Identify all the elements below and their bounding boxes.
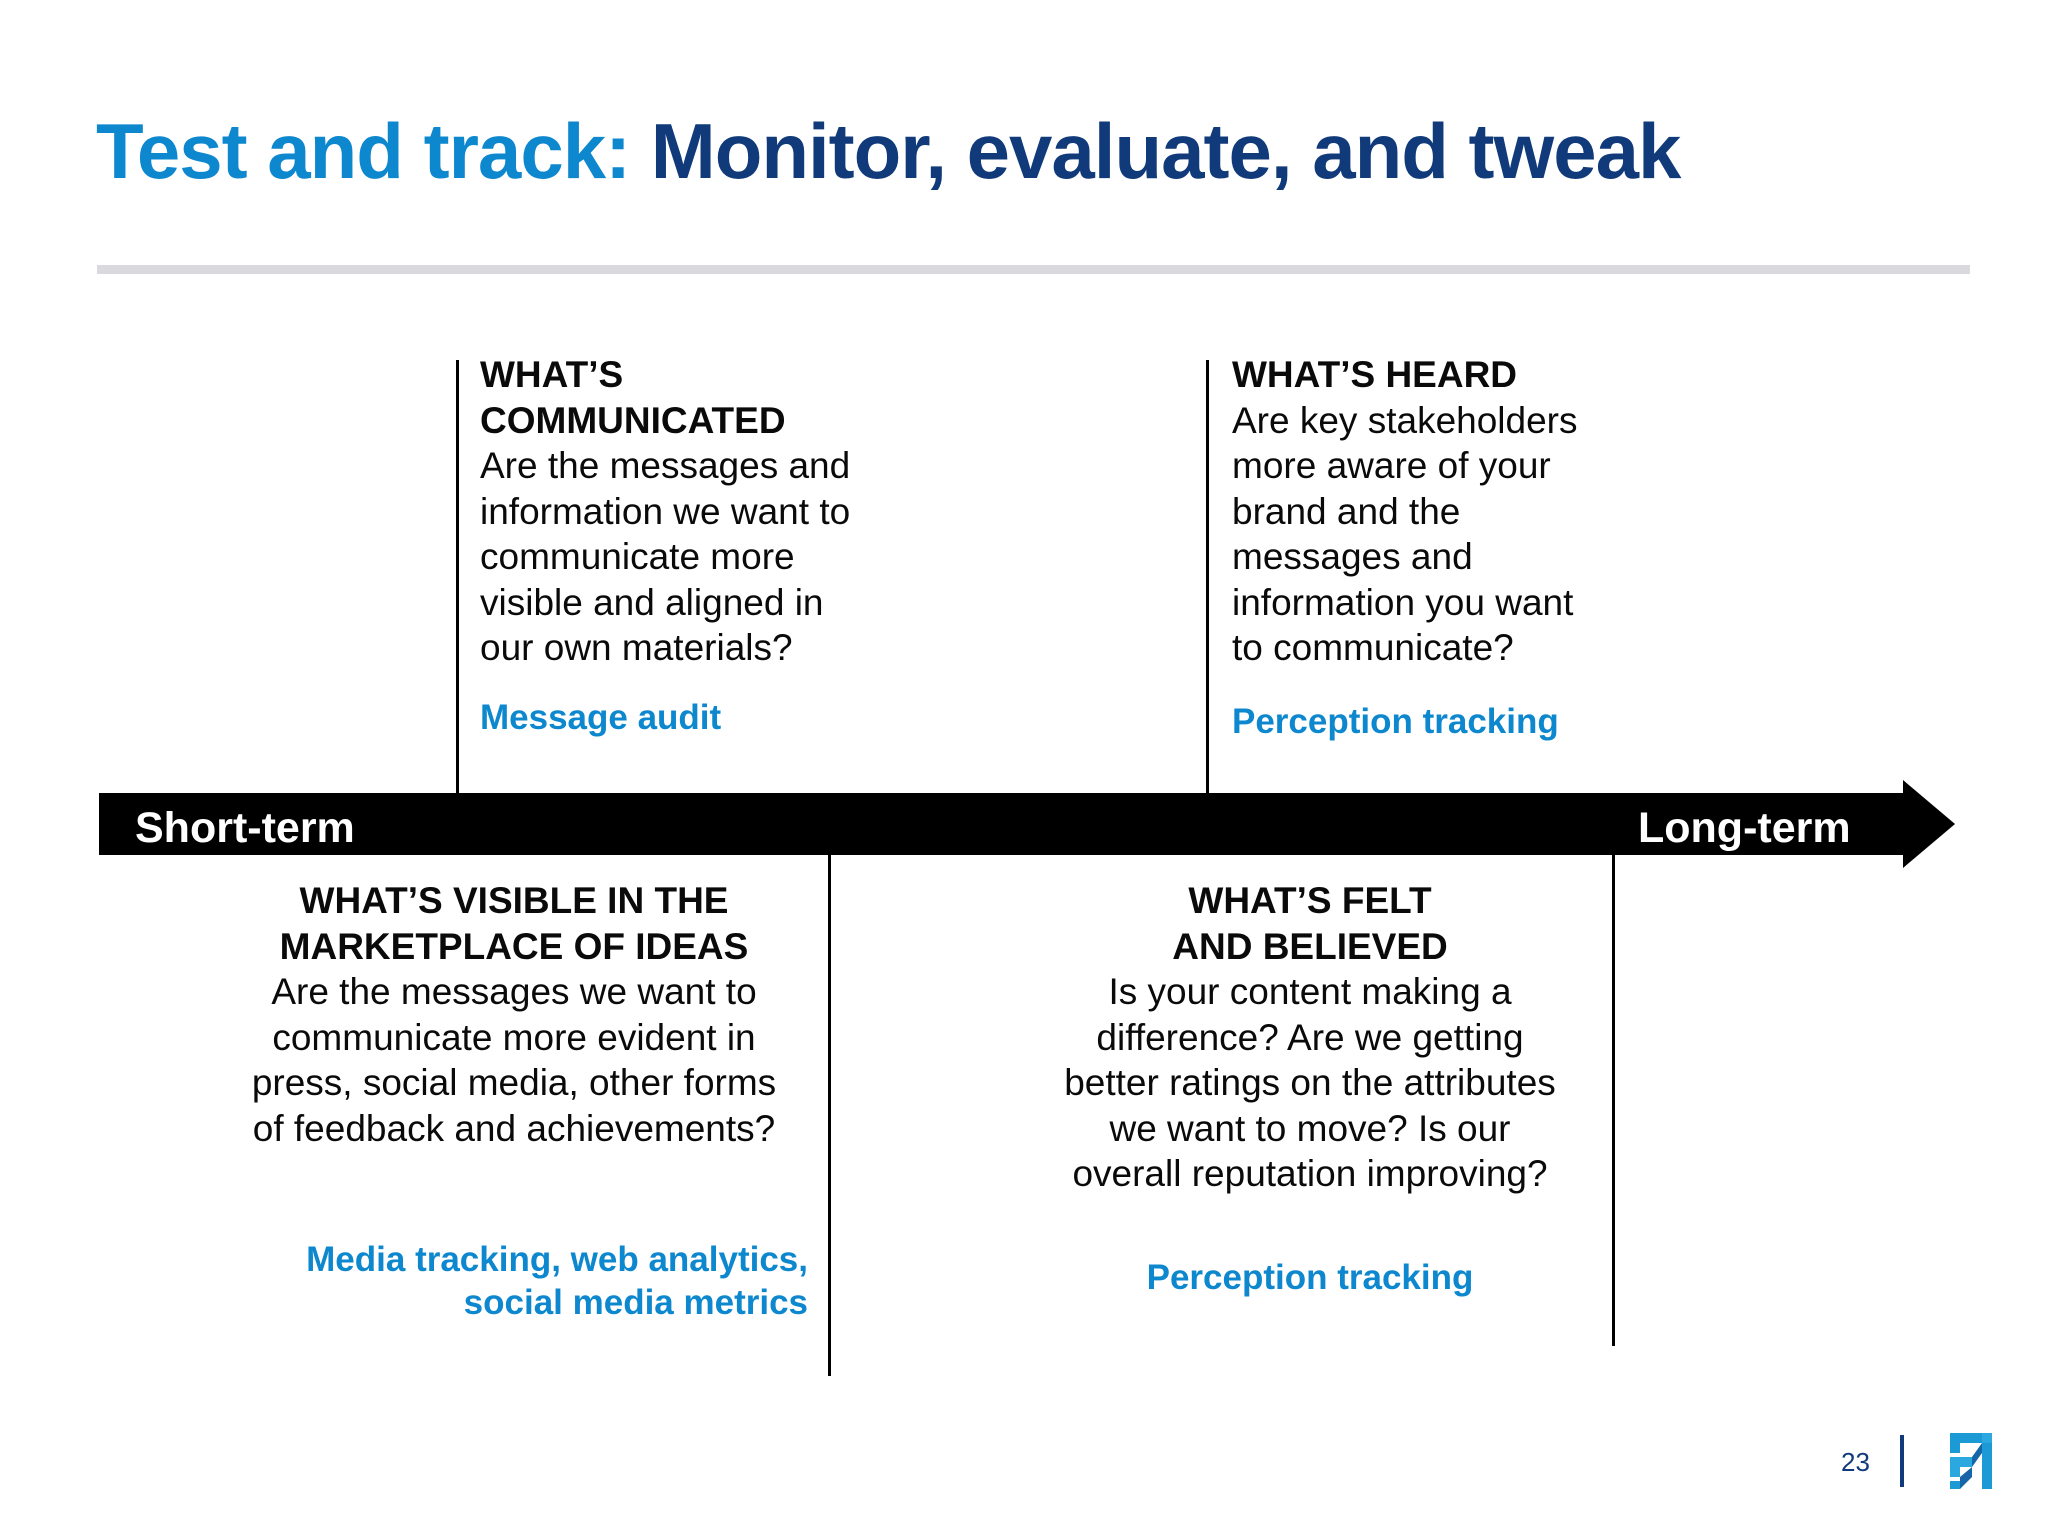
body-line: we want to move? Is our [1109, 1107, 1511, 1149]
quadrant-heading: WHAT’S HEARD [1232, 352, 1652, 398]
divider-line-bottom-right [1612, 848, 1615, 1346]
heading-line-2: COMMUNICATED [480, 399, 786, 441]
quadrant-whats-heard: WHAT’S HEARD Are key stakeholders more a… [1232, 352, 1652, 743]
body-line: press, social media, other forms [251, 1062, 777, 1103]
body-line: brand and the [1232, 490, 1461, 532]
body-line: Are the messages we want to [271, 971, 757, 1012]
tag-line: Perception tracking [1146, 1257, 1474, 1297]
quadrant-whats-communicated: WHAT’S COMMUNICATED Are the messages and… [480, 352, 900, 739]
quadrant-whats-visible-in-the-marketplace-of-ideas: WHAT’S VISIBLE IN THE MARKETPLACE OF IDE… [220, 878, 808, 1324]
timeline-arrow [99, 780, 1955, 868]
quadrant-heading: WHAT’S FELT AND BELIEVED [1020, 878, 1600, 969]
footer-divider-rule [1900, 1435, 1904, 1487]
quadrant-heading: WHAT’S VISIBLE IN THE MARKETPLACE OF IDE… [220, 878, 808, 969]
body-line: communicate more [480, 536, 795, 577]
page-title: Test and track: Monitor, evaluate, and t… [96, 112, 1681, 190]
body-line: Are the messages and [480, 445, 851, 486]
body-line: overall reputation improving? [1072, 1153, 1548, 1194]
body-line: information you want [1232, 581, 1574, 623]
tag-line: Message audit [480, 697, 722, 737]
body-line: to communicate? [1232, 627, 1514, 668]
body-line: better ratings on the attributes [1064, 1062, 1556, 1103]
title-accent-text: Test and track: [96, 107, 631, 195]
divider-line-bottom-left [828, 848, 831, 1376]
heading-line-2: MARKETPLACE OF IDEAS [279, 925, 749, 967]
body-line: more aware of your [1232, 445, 1551, 486]
quadrant-whats-felt-and-believed: WHAT’S FELT AND BELIEVED Is your content… [1020, 878, 1600, 1299]
body-line: Is your content making a [1108, 971, 1512, 1012]
tag-line: social media metrics [463, 1282, 808, 1322]
heading-line-1: WHAT’S HEARD [1232, 354, 1518, 395]
tag-line: Perception tracking [1232, 701, 1559, 741]
quadrant-body: Are the messages and information we want… [480, 443, 900, 671]
quadrant-metric-tag: Media tracking, web analytics, social me… [220, 1239, 808, 1324]
quadrant-body: Are key stakeholders more aware of your … [1232, 398, 1652, 671]
page-number: 23 [1841, 1447, 1870, 1477]
brand-logo-icon [1932, 1431, 1994, 1491]
quadrant-body: Are the messages we want to communicate … [220, 969, 808, 1151]
heading-line-2: AND BELIEVED [1172, 925, 1448, 967]
body-line: information we want to [480, 490, 851, 532]
heading-line-1: WHAT’S FELT [1188, 880, 1432, 921]
body-line: messages and [1232, 536, 1473, 577]
arrow-shape [99, 780, 1955, 868]
body-line: of feedback and achievements? [252, 1107, 776, 1149]
tag-line: Media tracking, web analytics, [306, 1240, 808, 1279]
body-line: our own materials? [480, 627, 793, 668]
heading-line-1: WHAT’S [480, 354, 624, 395]
title-divider-rule [97, 265, 1970, 274]
quadrant-metric-tag: Message audit [480, 697, 900, 740]
body-line: visible and aligned in [480, 581, 824, 623]
divider-line-top-left [456, 360, 459, 794]
body-line: Are key stakeholders [1232, 399, 1578, 441]
heading-line-1: WHAT’S VISIBLE IN THE [299, 880, 729, 921]
quadrant-metric-tag: Perception tracking [1232, 701, 1652, 744]
title-main-text: Monitor, evaluate, and tweak [650, 107, 1682, 195]
timeline-label-short-term: Short-term [135, 804, 355, 852]
body-line: difference? Are we getting [1096, 1016, 1524, 1058]
divider-line-top-right [1206, 360, 1209, 794]
body-line: communicate more evident in [272, 1016, 756, 1058]
quadrant-heading: WHAT’S COMMUNICATED [480, 352, 900, 443]
timeline-label-long-term: Long-term [1638, 804, 1851, 852]
quadrant-body: Is your content making a difference? Are… [1020, 969, 1600, 1197]
quadrant-metric-tag: Perception tracking [1020, 1257, 1600, 1300]
